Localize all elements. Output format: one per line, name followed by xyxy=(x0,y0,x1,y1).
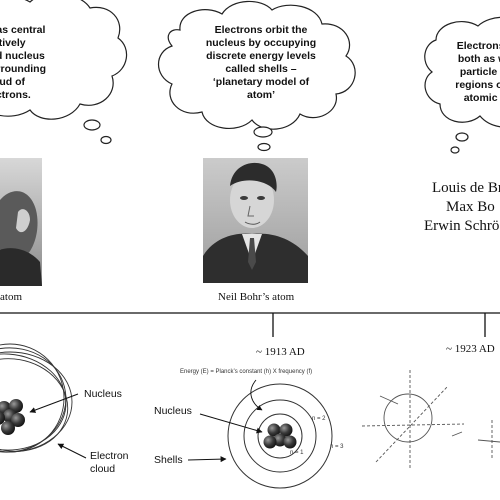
rutherford-photo xyxy=(0,158,42,286)
shell-n3-label: n = 3 xyxy=(330,444,344,450)
cloud-text-quantum: Electrons c both as wa particle ar regio… xyxy=(455,40,500,104)
bohr-nucleus xyxy=(263,423,297,449)
thought-cloud-bohr xyxy=(157,0,356,152)
bohr-energy-formula: Energy (E) = Planck’s constant (h) X fre… xyxy=(180,369,313,375)
rutherford-nucleus-label: Nucleus xyxy=(84,388,122,400)
cloud-text-rutherford: has central sitively ed nucleus urroundi… xyxy=(0,24,46,101)
bohr-shells-arrow xyxy=(187,456,227,463)
thought-cloud-quantum xyxy=(424,16,500,154)
caption-rutherford: atom xyxy=(0,291,22,303)
bohr-photo xyxy=(203,158,308,283)
date-1913: ~ 1913 AD xyxy=(256,346,305,358)
shell-n2-label: n = 2 xyxy=(312,416,326,422)
scientist-born: Max Bo xyxy=(446,199,495,215)
quantum-atom-model xyxy=(361,370,500,470)
rutherford-nucleus xyxy=(0,399,25,435)
rutherford-cloud-label: Electron cloud xyxy=(90,450,129,475)
bohr-energy-arrow xyxy=(250,379,263,411)
rutherford-atom-model xyxy=(0,343,73,453)
thought-cloud-rutherford xyxy=(0,0,128,145)
date-1923: ~ 1923 AD xyxy=(446,343,495,355)
bohr-atom-model xyxy=(227,383,333,489)
rutherford-cloud-arrow xyxy=(57,443,87,459)
timeline xyxy=(0,312,500,337)
bohr-shells-label: Shells xyxy=(154,454,183,466)
bohr-nucleus-arrow xyxy=(199,413,263,434)
cloud-text-bohr: Electrons orbit the nucleus by occupying… xyxy=(205,24,317,101)
scientist-schrodinger: Erwin Schrö xyxy=(424,218,500,234)
shell-n1-label: n = 1 xyxy=(290,450,304,456)
scientist-de-broglie: Louis de Br xyxy=(432,180,500,196)
rutherford-nucleus-arrow xyxy=(29,393,79,413)
caption-bohr: Neil Bohr’s atom xyxy=(218,291,295,303)
bohr-nucleus-label: Nucleus xyxy=(154,405,192,417)
